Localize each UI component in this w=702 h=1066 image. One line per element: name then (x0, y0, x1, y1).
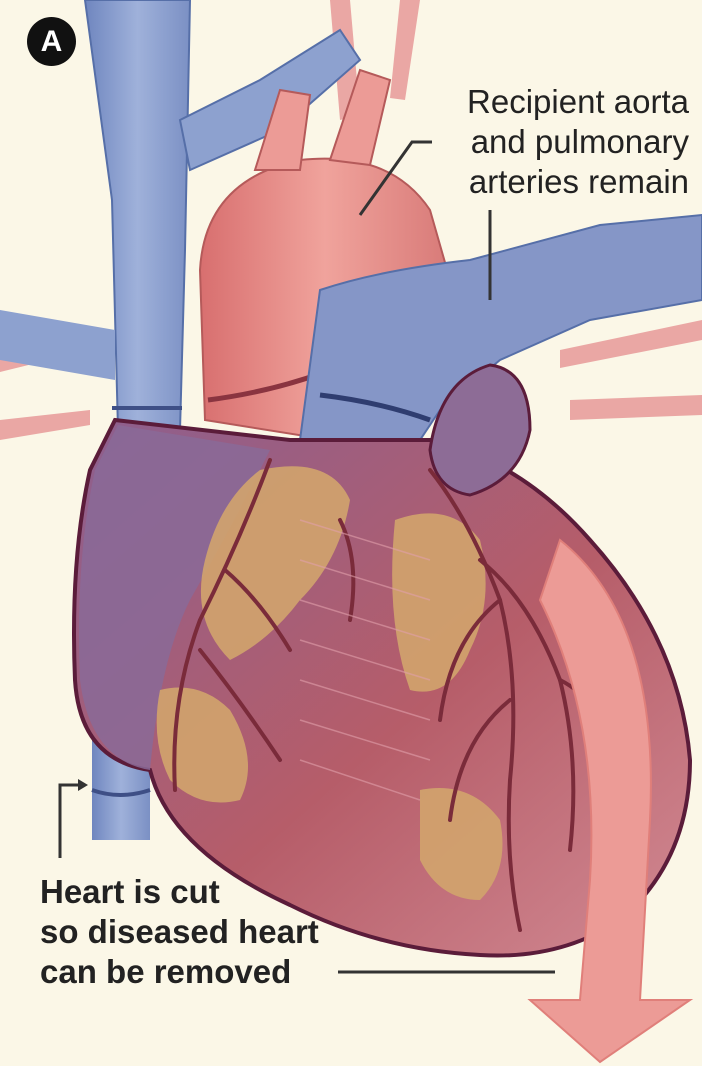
panel-label-badge: A (27, 17, 76, 66)
label-line: Recipient aorta (399, 82, 689, 122)
label-line: can be removed (40, 952, 370, 992)
label-line: arteries remain (399, 162, 689, 202)
label-line: Heart is cut (40, 872, 370, 912)
label-aorta-pulmonary: Recipient aorta and pulmonary arteries r… (399, 82, 689, 202)
leader-arrowhead (78, 779, 88, 791)
vena-cava-branch-left (0, 310, 115, 380)
label-heart-cut: Heart is cut so diseased heart can be re… (40, 872, 370, 992)
label-line: so diseased heart (40, 912, 370, 952)
label-line: and pulmonary (399, 122, 689, 162)
